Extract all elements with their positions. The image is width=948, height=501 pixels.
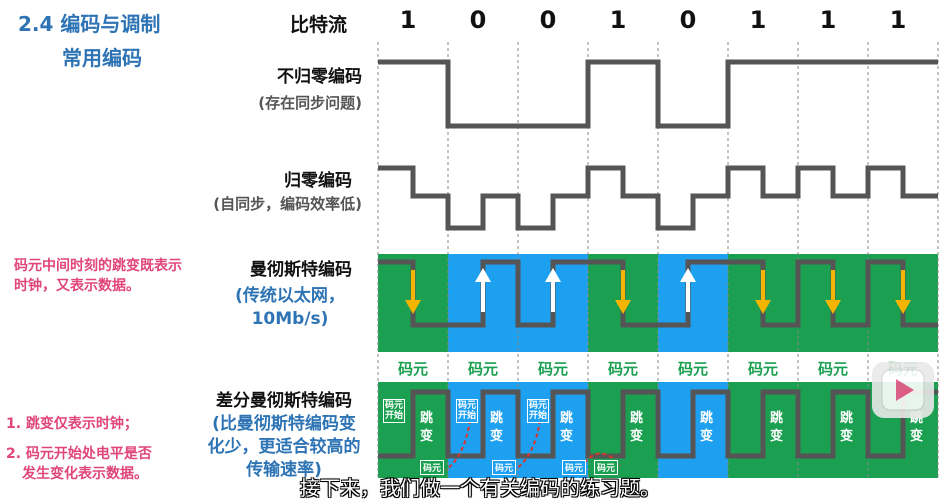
arrow-down-icon [405, 270, 421, 314]
symbol-label: 码元 [817, 360, 848, 378]
change-char: 变 [420, 429, 434, 444]
jump-char: 跳 [770, 411, 784, 426]
jump-char: 跳 [700, 411, 714, 426]
jump-label: 跳变 [700, 410, 713, 446]
bit-1: 1 [399, 6, 417, 34]
change-char: 变 [490, 429, 504, 444]
arrow-up-icon [680, 268, 696, 312]
diff-sub-line3: 传输速率) [246, 459, 322, 480]
jump-label: 跳变 [560, 410, 573, 446]
video-caption: 接下来，我们做一个有关编码的练习题。 [300, 476, 660, 500]
arrow-down-icon [825, 270, 841, 314]
change-char: 变 [840, 429, 854, 444]
bitstream-label: 比特流 [290, 14, 348, 36]
bit-4: 1 [609, 6, 627, 34]
play-button[interactable] [872, 362, 934, 418]
change-char: 变 [630, 429, 644, 444]
symbol-start-line2: 开始 [385, 411, 404, 421]
diff-manchester-sub: (比曼彻斯特编码变 化少，更适合较高的 传输速率) [200, 413, 368, 482]
manchester-cells [378, 254, 938, 352]
diff-note-2: 2. 码元开始处电平是否 发生变化表示数据。 [6, 444, 152, 485]
arrow-up-icon [475, 268, 491, 312]
manchester-note-line2: 时钟，又表示数据。 [14, 278, 140, 295]
diff-note-1: 1. 跳变仅表示时钟； [6, 416, 138, 432]
bottom-symbol-tag: 码元 [492, 460, 517, 475]
bottom-symbol-tag: 码元 [594, 460, 619, 475]
symbol-label: 码元 [467, 360, 498, 378]
arrow-down-icon [895, 270, 911, 314]
symbol-start-line1: 码元 [458, 401, 477, 411]
manchester-arrows [405, 268, 911, 314]
nrz-waveform [378, 59, 938, 129]
symbol-label: 码元 [677, 360, 708, 378]
symbol-start-line1: 码元 [529, 401, 548, 411]
bottom-symbol-tag: 码元 [562, 460, 587, 475]
jump-char: 跳 [560, 411, 574, 426]
bit-2: 0 [469, 6, 487, 34]
symbol-start-line1: 码元 [385, 401, 404, 411]
diff-note2-line1: 2. 码元开始处电平是否 [6, 446, 152, 462]
section-subtitle: 常用编码 [62, 46, 142, 70]
symbol-label-row: 码元 码元 码元 码元 码元 码元 码元 码元 [378, 358, 938, 380]
rz-label: 归零编码 [284, 171, 352, 191]
manchester-sub-line1: (传统以太网， [235, 286, 345, 306]
jump-label: 跳变 [420, 410, 433, 446]
bit-5: 0 [679, 6, 697, 34]
bit-3: 0 [539, 6, 557, 34]
jump-label: 跳变 [630, 410, 643, 446]
manchester-note: 码元中间时刻的跳变既表示 时钟，又表示数据。 [14, 256, 182, 297]
diff-sub-line2: 化少，更适合较高的 [207, 436, 361, 457]
change-char: 变 [700, 429, 714, 444]
manchester-sub-line2: 10Mb/s) [251, 308, 329, 329]
symbol-start-tag: 码元开始 [527, 399, 550, 423]
rz-waveform [378, 165, 938, 231]
symbol-label: 码元 [537, 360, 568, 378]
symbol-start-line2: 开始 [458, 411, 477, 421]
bit-7: 1 [819, 6, 837, 34]
jump-label: 跳变 [770, 410, 783, 446]
symbol-start-tag: 码元开始 [456, 399, 479, 423]
diff-manchester-waveform [378, 389, 938, 459]
jump-char: 跳 [840, 411, 854, 426]
change-char: 变 [910, 429, 924, 444]
section-title: 2.4 编码与调制 [18, 12, 161, 36]
bit-6: 1 [749, 6, 767, 34]
manchester-note-line1: 码元中间时刻的跳变既表示 [14, 258, 182, 274]
manchester-label: 曼彻斯特编码 [250, 260, 352, 280]
play-button-icon [881, 369, 925, 411]
diff-manchester-label: 差分曼彻斯特编码 [216, 391, 352, 411]
arrow-up-icon [545, 268, 561, 312]
jump-label: 跳变 [490, 410, 503, 446]
jump-char: 跳 [630, 411, 644, 426]
bit-8: 1 [889, 6, 907, 34]
change-char: 变 [770, 429, 784, 444]
jump-char: 跳 [490, 411, 504, 426]
manchester-sub: (传统以太网， 10Mb/s) [230, 285, 350, 331]
nrz-sub: (存在同步问题) [258, 94, 362, 112]
jump-label: 跳变 [840, 410, 853, 446]
symbol-start-line2: 开始 [529, 411, 548, 421]
symbol-label: 码元 [607, 360, 638, 378]
change-char: 变 [560, 429, 574, 444]
rz-sub: (自同步，编码效率低) [213, 195, 362, 213]
nrz-label: 不归零编码 [277, 67, 362, 87]
jump-char: 跳 [420, 411, 434, 426]
arrow-down-icon [755, 270, 771, 314]
diff-sub-line1: (比曼彻斯特编码变 [212, 414, 356, 434]
symbol-label: 码元 [397, 360, 428, 378]
arrow-down-icon [615, 270, 631, 314]
bottom-symbol-tag: 码元 [420, 460, 445, 475]
symbol-start-tag: 码元开始 [383, 399, 406, 423]
diff-note2-line2: 发生变化表示数据。 [22, 466, 148, 483]
symbol-label: 码元 [747, 360, 778, 378]
